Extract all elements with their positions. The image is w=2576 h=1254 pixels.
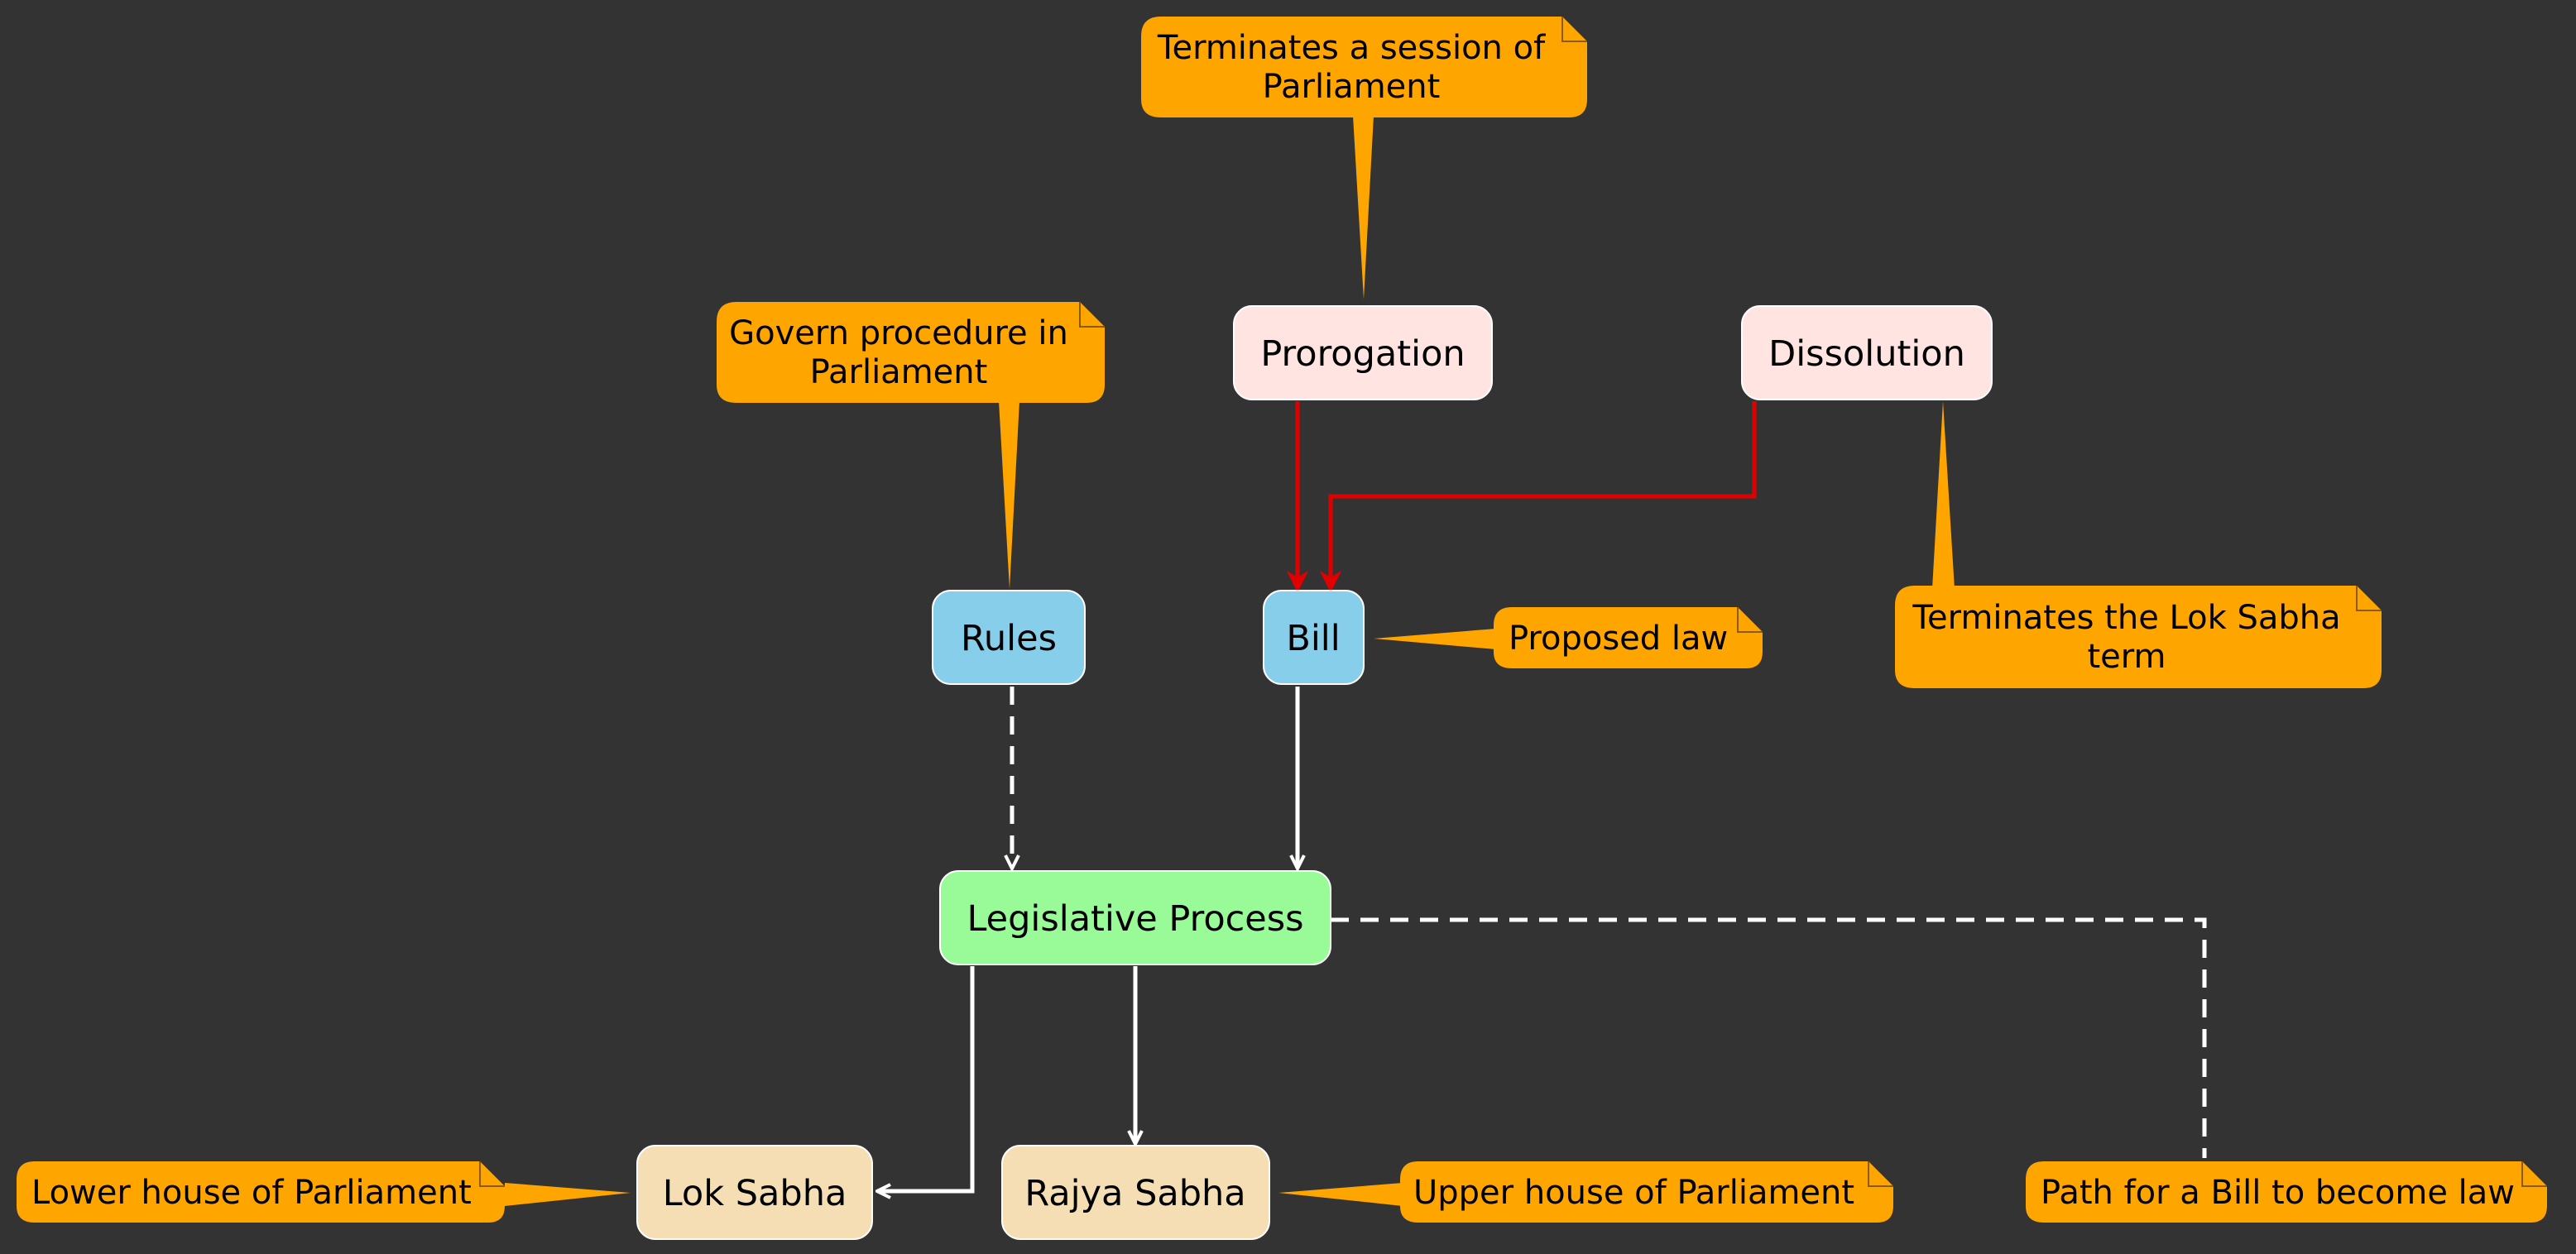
edge-legislative-process-to-note <box>1331 917 2207 1158</box>
note-rajya-sabha: Upper house of Parliament <box>1400 1161 1893 1223</box>
note-fold <box>1561 17 1587 42</box>
node-dissolution[interactable]: Dissolution <box>1741 305 1993 400</box>
note-text-line: Parliament <box>810 353 988 391</box>
note-tails <box>505 116 1955 1206</box>
note-fold <box>1868 1161 1893 1187</box>
note-bill: Proposed law <box>1494 607 1763 668</box>
note-shape <box>17 1161 505 1223</box>
note-shape <box>1400 1161 1893 1223</box>
note-fold <box>2521 1161 2547 1187</box>
note-shape <box>1895 586 2382 688</box>
note-prorogation: Terminates a session of Parliament <box>1141 17 1587 117</box>
lok-sabha-note-tail <box>505 1183 631 1206</box>
node-rules[interactable]: Rules <box>932 590 1086 685</box>
note-legislative-process: Path for a Bill to become law <box>2026 1161 2547 1223</box>
rajya-sabha-note-tail <box>1278 1183 1403 1206</box>
node-label: Rajya Sabha <box>1024 1173 1245 1214</box>
node-label: Lok Sabha <box>663 1173 847 1214</box>
note-lok-sabha: Lower house of Parliament <box>17 1161 505 1223</box>
bill-note-tail <box>1374 629 1496 649</box>
node-label: Legislative Process <box>967 898 1303 940</box>
note-shape <box>1494 607 1763 668</box>
note-fold <box>1737 607 1763 633</box>
node-box <box>636 1145 873 1240</box>
node-box <box>1741 305 1993 400</box>
note-text-line: Path for a Bill to become law <box>2041 1174 2515 1212</box>
node-box <box>939 870 1331 965</box>
node-label: Rules <box>961 618 1057 659</box>
note-text-line: Upper house of Parliament <box>1413 1174 1854 1212</box>
node-bill[interactable]: Bill <box>1263 590 1365 685</box>
note-text-line: Proposed law <box>1509 620 1728 658</box>
prorogation-note-tail <box>1353 116 1374 299</box>
note-fold <box>2356 586 2382 611</box>
note-text-line: Terminates the Lok Sabha <box>1912 599 2340 637</box>
node-label: Dissolution <box>1768 333 1965 375</box>
node-rajya-sabha[interactable]: Rajya Sabha <box>1001 1145 1270 1240</box>
note-rules: Govern procedure in Parliament <box>717 302 1105 403</box>
dissolution-note-tail <box>1932 401 1955 589</box>
node-lok-sabha[interactable]: Lok Sabha <box>636 1145 873 1240</box>
node-box <box>1233 305 1493 400</box>
node-label: Prorogation <box>1260 333 1465 375</box>
note-shape <box>1141 17 1587 117</box>
edge-legislative-process-to-lok-sabha <box>877 966 975 1191</box>
note-fold <box>479 1161 505 1187</box>
note-text-line: term <box>2088 638 2166 676</box>
node-box <box>932 590 1086 685</box>
note-shape <box>2026 1161 2547 1223</box>
rules-note-tail <box>999 401 1019 589</box>
node-label: Bill <box>1286 618 1340 659</box>
note-text-line: Terminates a session of <box>1157 29 1546 67</box>
note-dissolution: Terminates the Lok Sabha term <box>1895 586 2382 688</box>
note-text-line: Lower house of Parliament <box>31 1174 472 1212</box>
node-box <box>1001 1145 1270 1240</box>
note-fold <box>1079 302 1105 328</box>
node-prorogation[interactable]: Prorogation <box>1233 305 1493 400</box>
note-shape <box>717 302 1105 403</box>
edge-dissolution-to-bill <box>1331 401 1757 589</box>
node-box <box>1263 590 1365 685</box>
note-text-line: Parliament <box>1263 68 1441 106</box>
node-legislative-process[interactable]: Legislative Process <box>939 870 1331 965</box>
note-text-line: Govern procedure in <box>729 314 1068 352</box>
edges <box>877 401 2207 1191</box>
